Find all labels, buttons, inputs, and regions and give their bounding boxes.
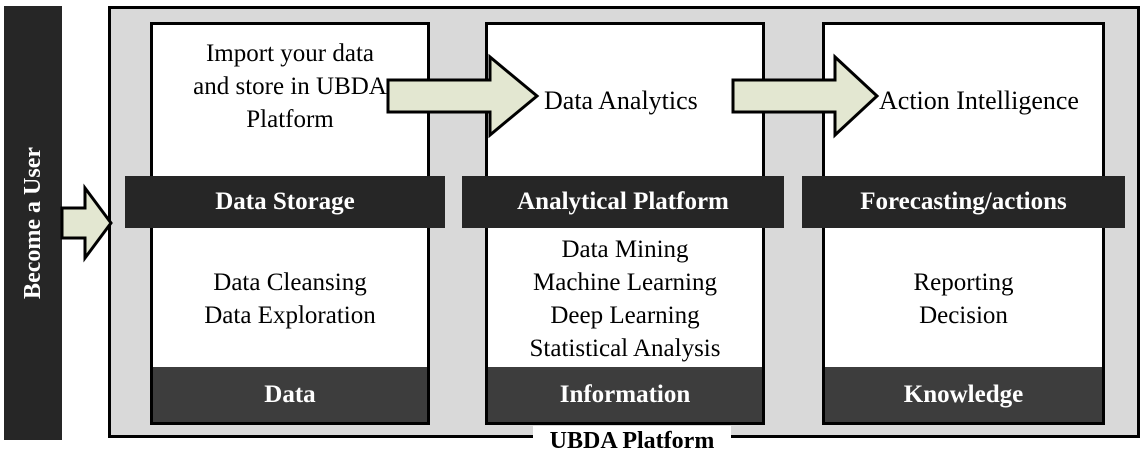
data-storage-body-text: Data Cleansing Data Exploration — [153, 230, 427, 367]
analytics-flow-arrow-icon — [386, 53, 540, 139]
data-footer-banner: Data — [153, 367, 427, 422]
body-line: Data Mining — [561, 235, 689, 263]
user-flow-arrow-shape — [60, 183, 113, 263]
user-flow-arrow-icon — [60, 183, 113, 263]
action-intelligence-label: Action Intelligence — [879, 85, 1079, 115]
import-data-line-3: Platform — [246, 106, 334, 133]
import-data-text: Import your data and store in UBDA Platf… — [153, 25, 427, 175]
import-data-line-1: Import your data — [205, 40, 374, 67]
become-a-user-bar: Become a User — [4, 6, 62, 440]
body-line: Statistical Analysis — [529, 334, 721, 362]
body-line: Decision — [919, 301, 1008, 329]
information-footer-banner: Information — [488, 367, 762, 422]
analytics-flow-arrow-shape — [386, 53, 540, 139]
body-line: Machine Learning — [533, 268, 717, 296]
body-line: Deep Learning — [550, 301, 700, 329]
analytical-platform-banner: Analytical Platform — [462, 176, 784, 228]
body-line: Reporting — [913, 268, 1014, 296]
data-storage-banner: Data Storage — [125, 176, 445, 228]
ubda-platform-caption: UBDA Platform — [533, 426, 731, 456]
forecasting-body-text: Reporting Decision — [825, 230, 1102, 367]
knowledge-footer-banner: Knowledge — [825, 367, 1102, 422]
action-intelligence-label-wrap: Action Intelligence — [825, 25, 1102, 175]
data-analytics-label: Data Analytics — [544, 85, 698, 115]
analytical-platform-body-text: Data Mining Machine Learning Deep Learni… — [488, 230, 762, 367]
import-data-line-2: and store in UBDA — [193, 73, 387, 100]
become-a-user-label: Become a User — [19, 147, 46, 299]
intelligence-flow-arrow-icon — [731, 53, 880, 139]
body-line: Data Cleansing — [213, 268, 367, 296]
intelligence-flow-arrow-shape — [731, 53, 880, 139]
forecasting-actions-banner: Forecasting/actions — [802, 176, 1125, 228]
data-analytics-label-wrap: Data Analytics — [488, 25, 762, 175]
body-line: Data Exploration — [204, 301, 376, 329]
